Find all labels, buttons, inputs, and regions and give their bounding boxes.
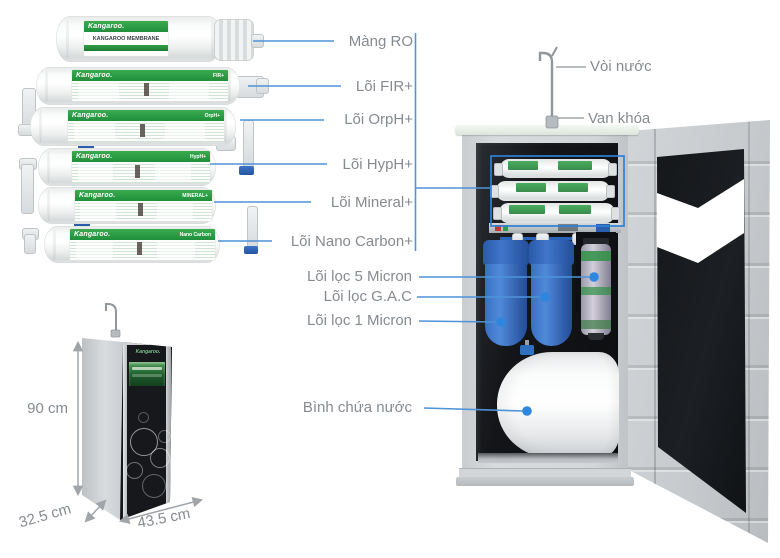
filter-stack: Kangaroo. KANGAROO MEMBRANE Kangaroo. FIR… [0, 0, 280, 280]
membrane-footer [84, 45, 168, 51]
cartridge-nano-label: Kangaroo. Nano Carbon [70, 229, 215, 260]
shelf-tick [558, 224, 578, 231]
callout-mineral: Lõi Mineral+ [330, 194, 413, 211]
clear-filter-tip [588, 333, 604, 340]
glass-window-filters [129, 362, 165, 386]
callout-tank: Bình chứa nước [302, 399, 412, 416]
brand-band: Kangaroo. [84, 21, 168, 32]
water-tank [497, 352, 619, 458]
bubble-decoration [138, 412, 149, 423]
cabinet-door-open [627, 120, 770, 543]
cartridge-hyph-label: Kangaroo. HypH+ [72, 151, 210, 183]
tank-valve [525, 340, 529, 348]
small-faucet-base [110, 329, 121, 338]
callout-fir: Lõi FIR+ [355, 78, 413, 95]
bubble-decoration [130, 428, 158, 456]
small-cabinet-side [82, 338, 123, 520]
cartridge-tag: FIR+ [213, 72, 224, 79]
brand-logo: Kangaroo. [74, 231, 111, 238]
tube-clamp [244, 246, 258, 254]
cartridge-tag: MINERAL+ [182, 192, 208, 199]
shelf-tick [596, 224, 610, 232]
bubble-decoration [126, 462, 143, 479]
housing-2-cap [529, 240, 574, 265]
front-trim [123, 342, 127, 520]
cartridge-tag: HypH+ [190, 153, 206, 160]
callout-orph: Lõi OrpH+ [344, 111, 413, 128]
membrane-title: KANGAROO MEMBRANE [92, 35, 160, 42]
brand-logo: Kangaroo. [72, 112, 109, 119]
inner-cartridge [494, 159, 617, 178]
cartridge-mineral-label: Kangaroo. MINERAL+ [75, 190, 212, 221]
callout-faucet: Vòi nước [590, 58, 652, 75]
membrane-label: Kangaroo. KANGAROO MEMBRANE [84, 21, 168, 56]
tube-fitting [24, 234, 36, 254]
cabinet-base [456, 477, 634, 486]
cartridge-tag: Nano Carbon [179, 231, 211, 238]
mounting-shelf [489, 223, 621, 233]
clear-filter-band [581, 287, 611, 295]
callout-hyph: Lõi HypH+ [342, 156, 413, 173]
shelf-tick [495, 225, 501, 231]
cabinet-top-lip [455, 125, 639, 135]
clear-filter-band [581, 251, 611, 261]
bubble-decoration [150, 448, 170, 468]
endpoint-dot [540, 292, 550, 302]
cabinet-base [459, 468, 631, 478]
dimension-depth: 32.5 cm [17, 500, 73, 532]
inner-cartridge [493, 203, 620, 223]
cartridge-fir-label: Kangaroo. FIR+ [72, 70, 228, 101]
small-faucet-icon [105, 303, 117, 335]
leader-1micron [418, 320, 498, 323]
faucet-icon [538, 51, 554, 127]
callout-5micron: Lõi lọc 5 Micron [306, 268, 412, 285]
brand-logo: Kangaroo. [88, 23, 125, 30]
clear-filter-cap [583, 238, 609, 247]
callout-1micron: Lõi lọc 1 Micron [306, 312, 412, 329]
dimension-height: 90 cm [27, 400, 68, 417]
inner-cartridge [490, 181, 615, 201]
door-crease [748, 120, 750, 543]
tube-clamp [239, 166, 254, 175]
shelf-tick [503, 225, 508, 231]
endpoint-dot [522, 406, 532, 416]
callout-nano-carbon: Lõi Nano Carbon+ [290, 233, 413, 250]
housing-1-cap [483, 240, 529, 265]
endpoint-dot [496, 317, 506, 327]
highlight-rect [490, 155, 625, 227]
cabinet-floor [478, 453, 618, 463]
shutoff-valve [545, 115, 559, 129]
brand-logo: Kangaroo. [79, 192, 116, 199]
brand-logo: Kangaroo. [76, 153, 113, 160]
depth-arrow [84, 499, 107, 523]
callout-valve: Van khóa [588, 110, 651, 127]
leader-tank [423, 407, 524, 412]
tube-fitting [21, 164, 34, 214]
brand-logo: Kangaroo. [135, 349, 161, 355]
small-cabinet-front: Kangaroo. [120, 342, 172, 520]
endpoint-dot [589, 272, 599, 282]
clear-filter-band [581, 320, 611, 329]
brand-logo: Kangaroo. [76, 72, 113, 79]
bubble-decoration [158, 430, 171, 443]
faucet-handle [551, 46, 558, 57]
tank-valve [520, 345, 534, 355]
cartridge-orph-label: Kangaroo. OrpH+ [68, 110, 224, 142]
callout-gac: Lõi lọc G.A.C [323, 288, 412, 305]
door-crease [654, 120, 656, 543]
width-arrow [118, 497, 204, 524]
cartridge-tag: OrpH+ [204, 112, 220, 119]
dimension-width: 43.5 cm [136, 505, 192, 532]
callout-mang-ro: Màng RO [348, 33, 413, 50]
